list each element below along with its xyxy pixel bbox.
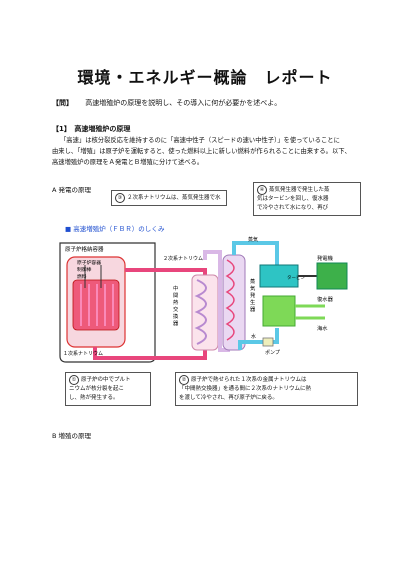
note-number: ① [69, 375, 79, 385]
note-number: ③ [115, 193, 125, 203]
paragraph-line: 「高速」は核分裂反応を維持するのに「高速中性子（スピードの速い中性子）」を使って… [60, 137, 340, 144]
reactor-core [72, 279, 120, 331]
note-line: 原子炉で熱せられた１次系の金属ナトリウムは [191, 377, 307, 383]
generator [316, 262, 348, 290]
question-label: 【問】 [52, 99, 73, 107]
sectionB-heading: B 増殖の原理 [52, 432, 92, 440]
label-control-rod: 制御棒 [77, 266, 92, 273]
ihx-coil [194, 279, 207, 345]
sg-coil [225, 259, 235, 341]
paragraph-line: 高速増殖炉の原理をＡ発電とＢ増殖に分けて述べる。 [52, 159, 204, 166]
label-containment: 原子炉格納容器 [65, 245, 104, 253]
note-line: 蒸気発生器で発生した蒸 [269, 187, 330, 193]
section1-heading: 【1】 高速増殖炉の原理 [52, 125, 131, 133]
note-line: で冷やされて水になり、再び [257, 205, 329, 211]
label-intermediate-hx: 中間熱交換器 [173, 284, 179, 327]
label-seawater: 海水 [317, 324, 328, 332]
water-return-pipe [238, 328, 279, 350]
primary-sodium-return-pipe [93, 347, 207, 360]
note-line: を渡して冷やされ、再び原子炉に戻る。 [179, 395, 278, 401]
label-turbine: タービン [287, 274, 305, 281]
control-rods [84, 265, 102, 288]
label-secondary-sodium: ２次系ナトリウム [163, 255, 203, 262]
fuel-rods [80, 284, 114, 326]
pump [262, 337, 274, 347]
question: 【問】 高速増殖炉の原理を説明し、その導入に何が必要かを述べよ。 [52, 98, 281, 108]
page-title: 環境・エネルギー概論 レポート [77, 68, 333, 87]
label-steam-generator: 蒸気発生器 [250, 277, 256, 313]
note-line: し、熱が発生する。 [69, 395, 119, 401]
sectionA-heading: A 発電の原理 [52, 186, 92, 194]
note-line: ２次系ナトリウムは、蒸気発生器で水 [127, 195, 221, 201]
note-number: ④ [257, 185, 267, 195]
section1-paragraph: 「高速」は核分裂反応を維持するのに「高速中性子（スピードの速い中性子）」を使って… [52, 135, 362, 168]
note-line: ニウムが核分裂を起こ [69, 386, 125, 392]
label-pump: ポンプ [265, 349, 280, 356]
steam-pipe [232, 241, 279, 265]
paragraph-line: 由来し、「増殖」は原子炉を運転すると、使った燃料以上に新しい燃料が作られることに… [52, 148, 351, 155]
fbr-diagram: ■ 高速増殖炉（ＦＢＲ）のしくみ 原子炉格納容器 原子炉容器 制御棒 燃料 １次… [55, 180, 365, 420]
question-text: 高速増殖炉の原理を説明し、その導入に何が必要かを述べよ。 [85, 99, 282, 107]
label-condenser: 復水器 [317, 295, 334, 303]
label-water: 水 [251, 333, 256, 340]
condenser [262, 295, 296, 327]
note-line: 「中間熱交換器」を通る間に２次系のナトリウムに熱 [179, 386, 312, 392]
label-steam: 蒸気 [248, 236, 258, 243]
label-primary-sodium: １次系ナトリウム [63, 350, 103, 357]
note-line: 原子炉の中でプルト [81, 377, 131, 383]
diagram-subtitle: ■ 高速増殖炉（ＦＢＲ）のしくみ [65, 224, 165, 233]
label-fuel: 燃料 [77, 273, 87, 280]
label-reactor-vessel: 原子炉容器 [77, 259, 101, 266]
note-line: 気はタービンを回し、復水器 [257, 196, 329, 202]
label-generator: 発電機 [317, 254, 334, 262]
fbr-diagram-svg: ■ 高速増殖炉（ＦＢＲ）のしくみ 原子炉格納容器 原子炉容器 制御棒 燃料 １次… [59, 224, 348, 363]
note-number: ② [179, 375, 189, 385]
condenser-seawater-pipes [295, 304, 325, 320]
secondary-sodium-pipe [203, 250, 230, 352]
